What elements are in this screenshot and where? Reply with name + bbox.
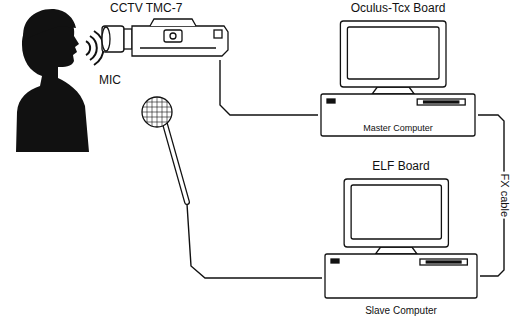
camera-label: CCTV TMC-7	[110, 2, 182, 16]
slave-computer-drawing	[322, 160, 480, 318]
hair	[23, 9, 76, 40]
cctv-camera: CCTV TMC-7	[100, 2, 230, 60]
master-computer: Oculus-Tcx BoardMaster Computer	[318, 2, 478, 138]
microphone: MIC	[95, 72, 195, 204]
slave-computer: ELF BoardSlave Computer	[322, 160, 480, 318]
board-label: Oculus-Tcx Board	[351, 2, 446, 16]
cable	[187, 204, 322, 278]
cable-label: FX cable	[498, 172, 511, 219]
computer-label: Master Computer	[363, 123, 433, 133]
computer-label: Slave Computer	[365, 305, 437, 317]
sound-waves	[86, 31, 103, 65]
cable	[220, 60, 318, 115]
master-computer-drawing	[318, 2, 478, 138]
microphone-drawing	[95, 72, 195, 204]
mic-label: MIC	[99, 74, 121, 88]
board-label: ELF Board	[372, 160, 429, 174]
